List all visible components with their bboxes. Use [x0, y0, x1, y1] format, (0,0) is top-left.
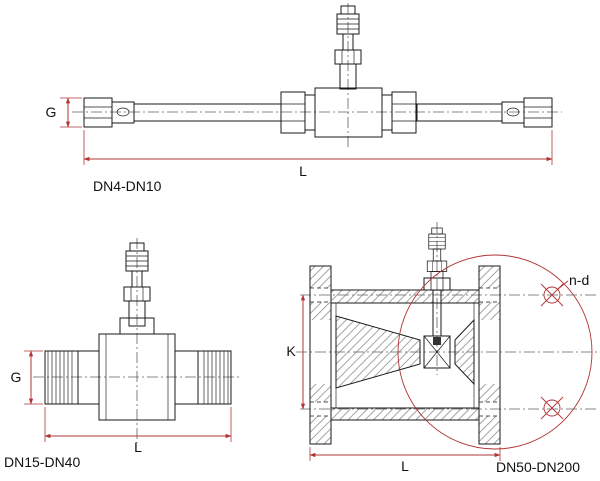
dimension-k: K — [286, 294, 306, 410]
dim-l-label: L — [401, 458, 409, 474]
dim-k-label: K — [286, 343, 296, 359]
view-label-dn50-dn200: DN50-DN200 — [496, 459, 580, 475]
bolt-hole-bottom — [543, 399, 561, 417]
bolt-note-leader — [557, 280, 569, 290]
dimension-g: G — [46, 97, 82, 128]
dim-l-label: L — [299, 163, 307, 179]
view-dn15-dn40: G L DN15-DN40 — [4, 238, 242, 470]
flange-left — [309, 265, 332, 445]
centerlines — [72, 3, 562, 147]
body-shell — [331, 277, 479, 421]
flange-right — [478, 265, 501, 445]
dimension-l: L — [44, 407, 232, 455]
dim-g-label: G — [11, 369, 22, 385]
end-fitting-right — [501, 97, 553, 128]
outlet-cone — [454, 318, 475, 386]
pipe-right-threaded — [174, 350, 232, 405]
centerlines — [33, 238, 242, 443]
pipe-left — [133, 103, 282, 122]
dim-l-label: L — [134, 439, 142, 455]
dimension-l: L — [309, 447, 501, 474]
bolt-circle: n-d — [397, 254, 593, 450]
inlet-cone — [335, 315, 421, 389]
view-label-dn4-dn10: DN4-DN10 — [93, 178, 162, 194]
view-label-dn15-dn40: DN15-DN40 — [4, 454, 80, 470]
end-fitting-left — [83, 97, 135, 128]
view-dn50-dn200: n-d K L DN50-DN200 — [286, 222, 598, 475]
rotor — [423, 335, 451, 369]
bolt-hole-top — [543, 286, 561, 304]
bolt-note-label: n-d — [569, 272, 589, 288]
dimension-l: L — [83, 130, 553, 179]
view-dn4-dn10: G L DN4-DN10 — [46, 3, 562, 194]
dimension-g: G — [11, 350, 43, 405]
pipe-left-threaded — [44, 350, 100, 405]
center-housing — [280, 87, 417, 138]
dim-g-label: G — [46, 104, 57, 120]
pipe-right — [416, 103, 503, 122]
